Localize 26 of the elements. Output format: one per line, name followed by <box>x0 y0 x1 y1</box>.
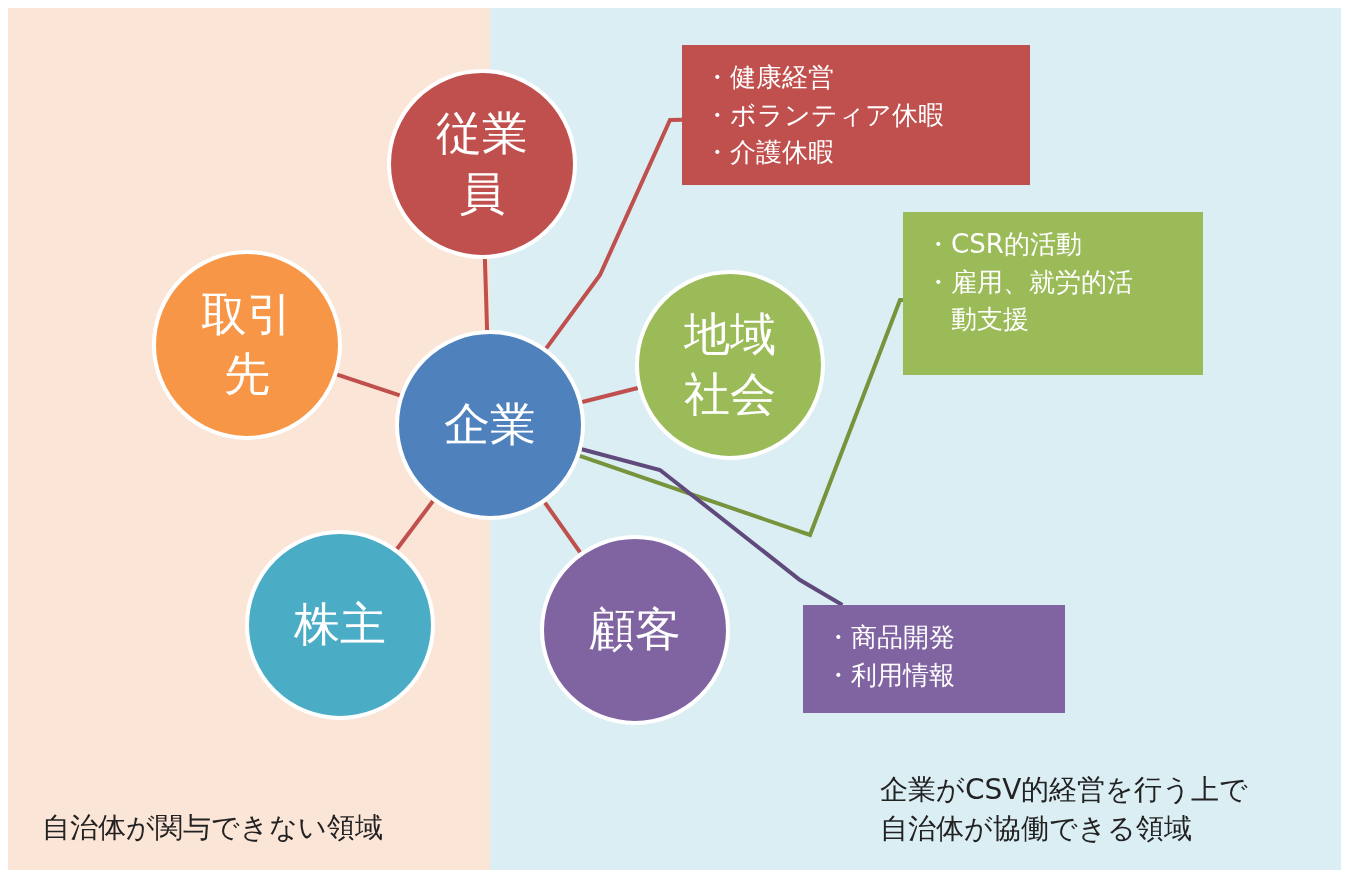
connector-line <box>581 447 844 607</box>
note-box <box>682 45 1030 185</box>
connector-line <box>543 501 582 554</box>
circle-label: 取引先 <box>200 286 294 403</box>
circle-label: 従業員 <box>435 105 529 222</box>
connector-line <box>482 258 490 331</box>
connector-line <box>581 386 639 404</box>
connector-line <box>579 298 904 538</box>
list-item: ・利用情報 <box>825 658 956 692</box>
list-item: ・介護休暇 <box>704 136 835 170</box>
region-caption: 企業がCSV的経営を行う上で自治体が協働できる領域 <box>880 772 1250 848</box>
circle-label: 顧客 <box>588 601 682 659</box>
list-item: ・CSR的活動 <box>925 228 1083 261</box>
list-item: ・ボランティア休暇 <box>704 98 945 132</box>
circle-label: 企業 <box>443 396 537 454</box>
note-box <box>903 212 1203 375</box>
circle-label: 地域社会 <box>683 306 777 423</box>
connector-line <box>544 117 683 350</box>
circle-label: 株主 <box>293 596 387 654</box>
list-item: ・健康経営 <box>704 61 835 94</box>
list-item: ・商品開発 <box>825 621 956 654</box>
connector-line <box>395 499 435 551</box>
connector-line <box>336 372 401 398</box>
note-box <box>803 605 1065 713</box>
list-item: ・雇用、就労的活動支援 <box>925 265 1134 337</box>
region-caption: 自治体が関与できない領域 <box>42 810 384 846</box>
